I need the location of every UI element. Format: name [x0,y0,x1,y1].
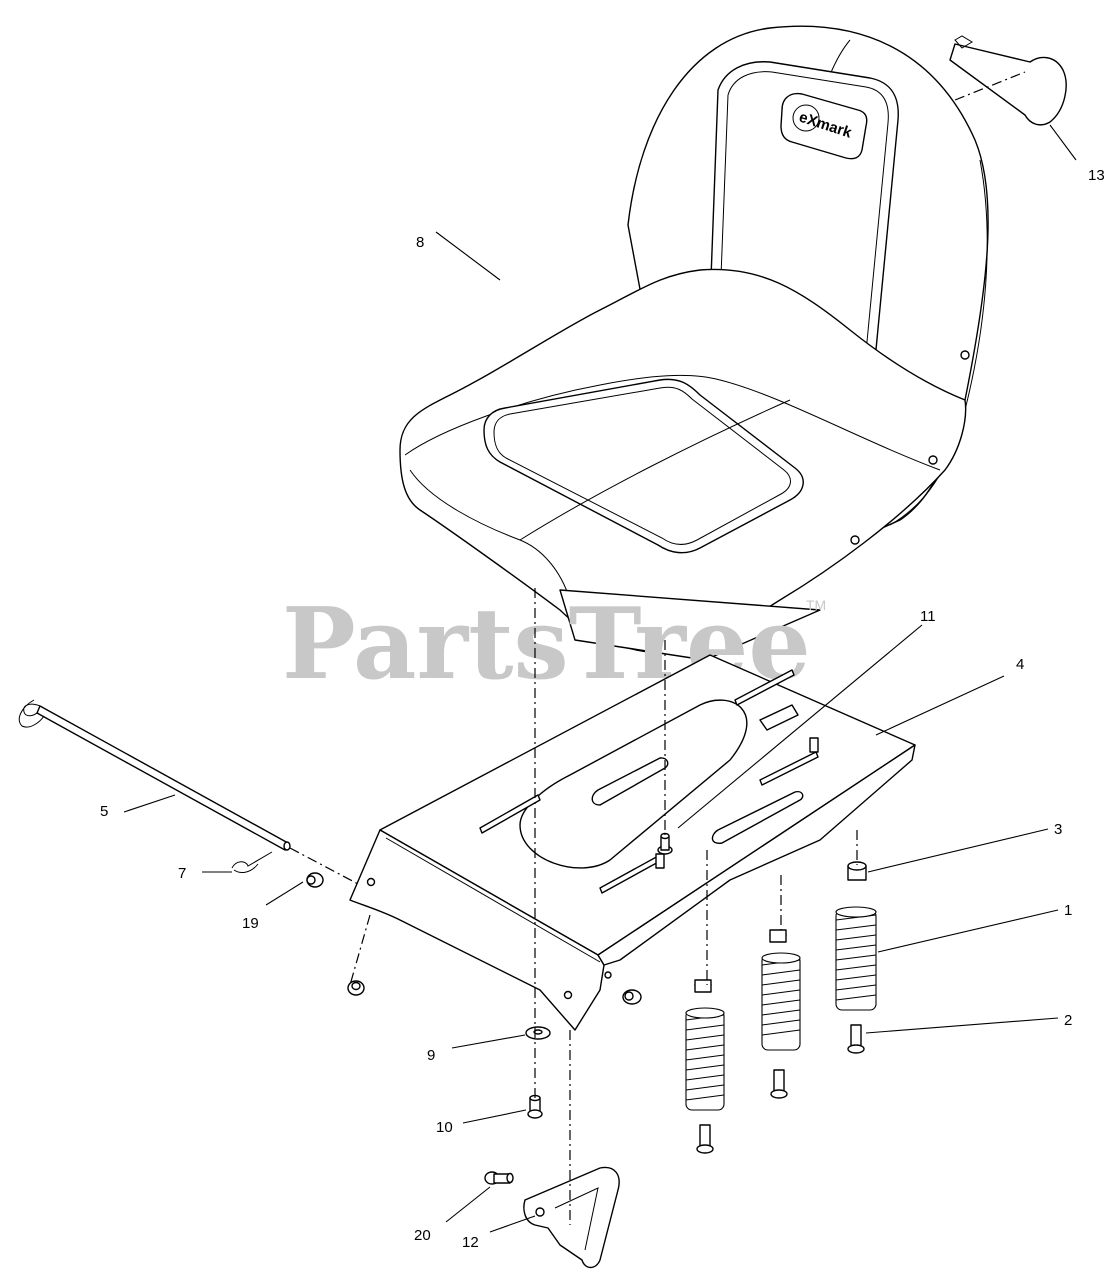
bolt-part-11 [657,832,673,855]
callout-4: 4 [1016,656,1024,673]
spring-assembly-left [685,979,725,1154]
knob-part-13 [949,35,1067,126]
callout-7: 7 [178,865,186,882]
callout-11: 11 [920,608,936,625]
center-lines [289,588,858,1225]
callout-1: 1 [1064,902,1072,919]
callout-10: 10 [436,1119,453,1136]
callout-9: 9 [427,1047,435,1064]
bracket-part-12 [523,1166,620,1269]
callout-12: 12 [462,1234,479,1251]
spring-part-1 [835,906,877,1011]
seat-plate-part-4 [349,654,916,1031]
bolt-part-10 [527,1094,543,1119]
nut-left [347,980,365,996]
washer-part-9 [525,1026,551,1040]
nut-right-flange [622,989,642,1005]
spring-assembly-right [835,861,877,1054]
pivot-part-20 [484,1171,514,1185]
clip-part-7 [231,851,273,873]
bolt-part-2 [847,1024,865,1054]
callout-5: 5 [100,803,108,820]
callout-3: 3 [1054,821,1062,838]
callout-20: 20 [414,1227,431,1244]
bushing-part-19 [306,872,324,888]
callout-13: 13 [1088,167,1105,184]
callout-labels: 1 2 3 4 5 7 8 9 10 11 12 13 19 20 [100,167,1105,1251]
callout-8: 8 [416,234,424,251]
leader-lines [123,124,1077,1233]
callout-2: 2 [1064,1012,1072,1029]
callout-19: 19 [242,915,259,932]
spring-assembly-middle [761,929,801,1099]
watermark-tm: TM [806,597,826,613]
rod-part-5 [18,699,291,851]
seat-part-8: eXmark [399,25,989,661]
